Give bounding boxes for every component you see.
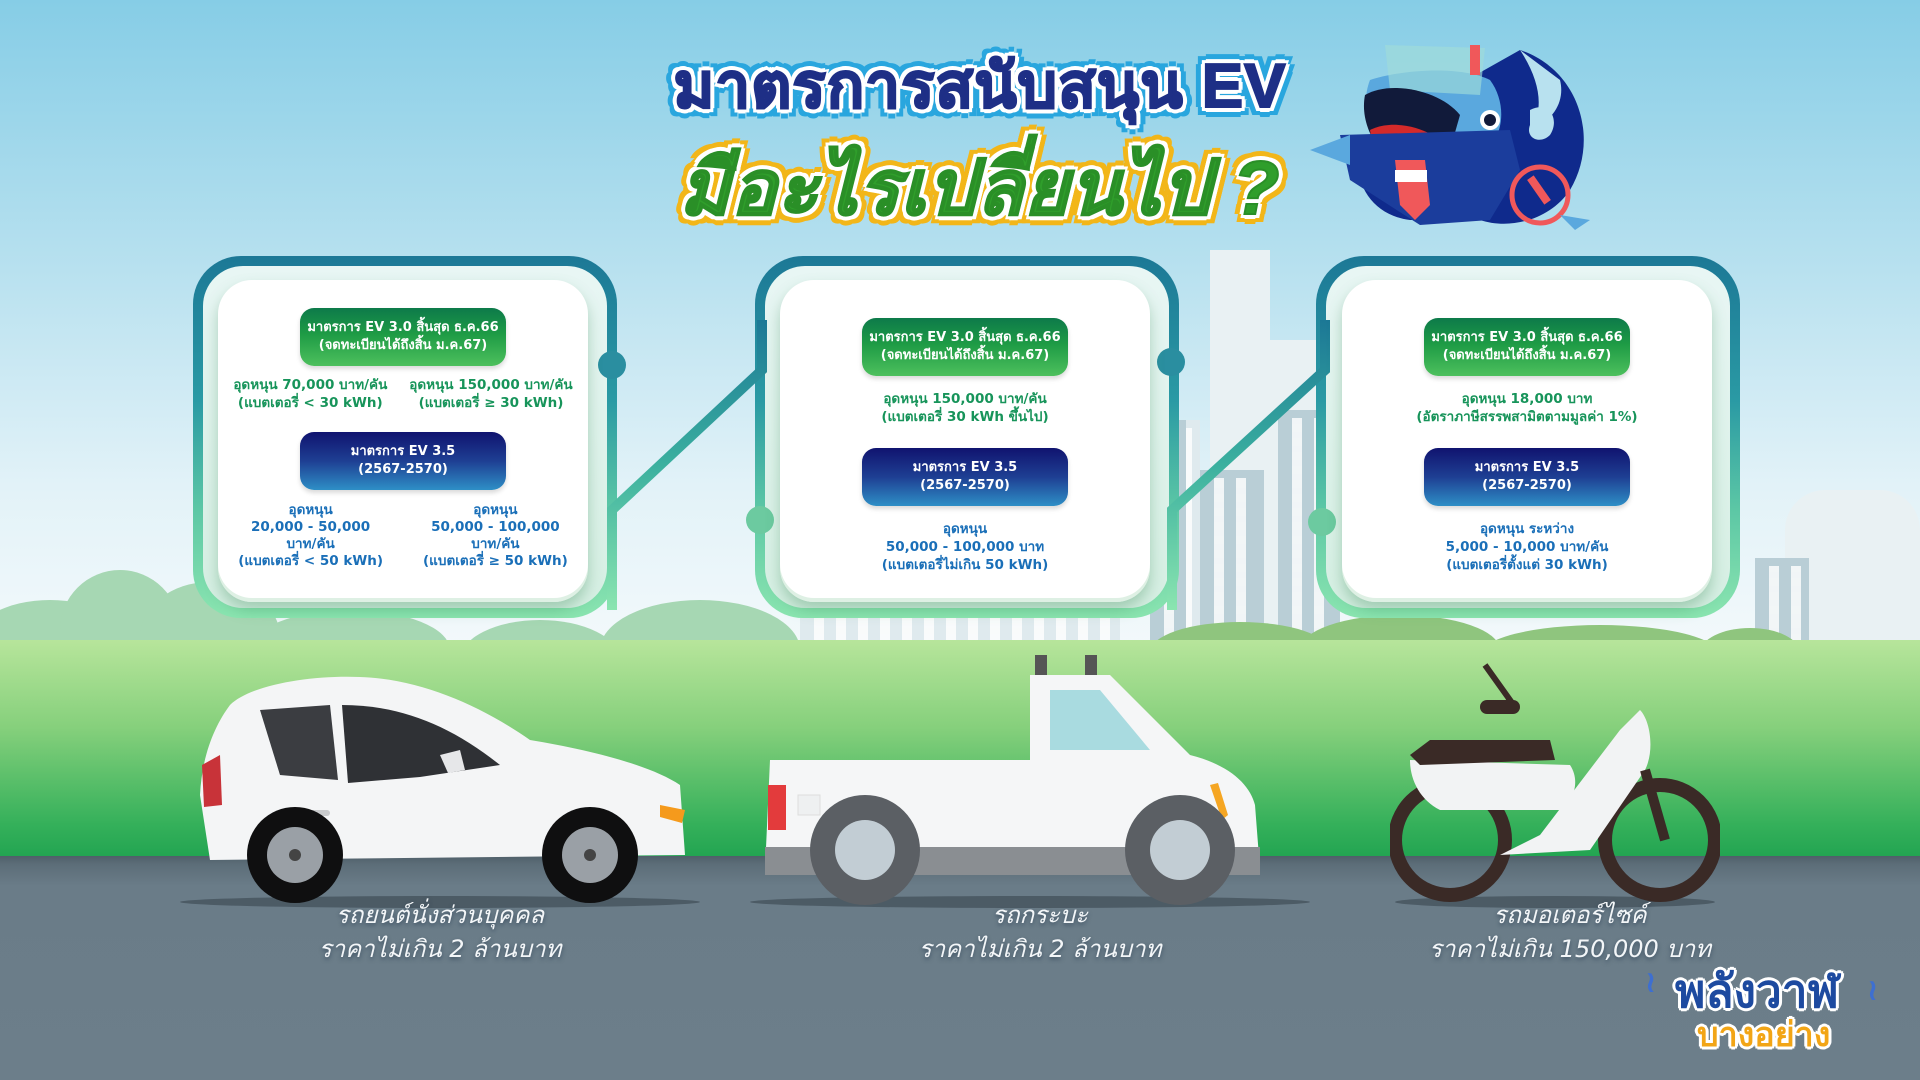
whale-mascot-icon: [1310, 45, 1590, 230]
ev30-badge-title: มาตรการ EV 3.0 สิ้นสุด ธ.ค.66: [1431, 330, 1623, 345]
ev35-badge: มาตรการ EV 3.5 (2567-2570): [862, 448, 1068, 506]
ev35-subsidy-item: อุดหนุน 50,000 - 100,000 บาท/คัน (แบตเตอ…: [423, 502, 568, 569]
ev35-badge-title: มาตรการ EV 3.5: [912, 460, 1018, 475]
ev35-badge-subtitle: (2567-2570): [358, 462, 448, 477]
ev35-badge-subtitle: (2567-2570): [920, 478, 1010, 493]
card-pickup-subsidy: มาตรการ EV 3.0 สิ้นสุด ธ.ค.66 (จดทะเบียน…: [780, 280, 1150, 602]
ev30-badge-subtitle: (จดทะเบียนได้ถึงสิ้น ม.ค.67): [1442, 348, 1612, 363]
pickup-truck-icon: [765, 655, 1260, 905]
ev35-badge-subtitle: (2567-2570): [1482, 478, 1572, 493]
ev30-subsidy-item: อุดหนุน 150,000 บาท/คัน (แบตเตอรี่ 30 kW…: [881, 391, 1049, 425]
ev35-subsidy-item: อุดหนุน 50,000 - 100,000 บาท (แบตเตอรี่ไ…: [881, 521, 1049, 573]
ev35-subsidy-item: อุดหนุน ระหว่าง 5,000 - 10,000 บาท/คัน (…: [1445, 521, 1609, 573]
ev30-subsidy-item: อุดหนุน 18,000 บาท (อัตราภาษีสรรพสามิตตา…: [1416, 391, 1638, 425]
pickup-caption: รถกระบะ ราคาไม่เกิน 2 ล้านบาท: [830, 898, 1250, 966]
ev30-badge: มาตรการ EV 3.0 สิ้นสุด ธ.ค.66 (จดทะเบียน…: [300, 308, 506, 366]
ev35-badge: มาตรการ EV 3.5 (2567-2570): [1424, 448, 1630, 506]
ev35-badge: มาตรการ EV 3.5 (2567-2570): [300, 432, 506, 490]
car-icon: [200, 676, 685, 903]
motorcycle-caption: รถมอเตอร์ไซค์ ราคาไม่เกิน 150,000 บาท: [1360, 898, 1780, 966]
vehicle-name: รถยนต์นั่งส่วนบุคคล: [335, 901, 545, 929]
ev35-badge-title: มาตรการ EV 3.5: [1474, 460, 1580, 475]
ev35-badge-title: มาตรการ EV 3.5: [350, 444, 456, 459]
card-motorcycle-subsidy: มาตรการ EV 3.0 สิ้นสุด ธ.ค.66 (จดทะเบียน…: [1342, 280, 1712, 602]
logo-line-2: บางอย่าง: [1697, 1016, 1831, 1054]
ev30-subsidy-item: อุดหนุน 70,000 บาท/คัน (แบตเตอรี่ < 30 k…: [233, 377, 388, 411]
ev35-subsidy-item: อุดหนุน 20,000 - 50,000 บาท/คัน (แบตเตอร…: [238, 502, 383, 569]
lightning-icon: ≀: [1867, 973, 1879, 1008]
ev30-badge: มาตรการ EV 3.0 สิ้นสุด ธ.ค.66 (จดทะเบียน…: [862, 318, 1068, 376]
title-line-2: มีอะไรเปลี่ยนไป ?: [679, 145, 1281, 232]
brand-logo: ≀ พลังวาฬ บางอย่าง ≀: [1645, 955, 1895, 1075]
motorcycle-shadow: [1395, 896, 1715, 908]
ev30-badge: มาตรการ EV 3.0 สิ้นสุด ธ.ค.66 (จดทะเบียน…: [1424, 318, 1630, 376]
ev30-badge-subtitle: (จดทะเบียนได้ถึงสิ้น ม.ค.67): [318, 338, 488, 353]
vehicle-price: ราคาไม่เกิน 2 ล้านบาท: [318, 935, 562, 963]
motorcycle-icon: [1390, 663, 1720, 902]
ev30-subsidy-item: อุดหนุน 150,000 บาท/คัน (แบตเตอรี่ ≥ 30 …: [409, 377, 573, 411]
ev30-badge-title: มาตรการ EV 3.0 สิ้นสุด ธ.ค.66: [869, 330, 1061, 345]
title-line-1: มาตรการสนับสนุน EV: [672, 51, 1287, 122]
vehicle-name: รถกระบะ: [992, 901, 1088, 929]
vehicle-price: ราคาไม่เกิน 2 ล้านบาท: [918, 935, 1162, 963]
vehicle-price: ราคาไม่เกิน 150,000 บาท: [1429, 935, 1711, 963]
card-car-subsidy: มาตรการ EV 3.0 สิ้นสุด ธ.ค.66 (จดทะเบียน…: [218, 280, 588, 602]
logo-line-1: พลังวาฬ: [1675, 965, 1840, 1017]
lightning-icon: ≀: [1645, 965, 1657, 1000]
ev30-badge-subtitle: (จดทะเบียนได้ถึงสิ้น ม.ค.67): [880, 348, 1050, 363]
ev30-badge-title: มาตรการ EV 3.0 สิ้นสุด ธ.ค.66: [307, 320, 499, 335]
car-caption: รถยนต์นั่งส่วนบุคคล ราคาไม่เกิน 2 ล้านบา…: [230, 898, 650, 966]
vehicle-name: รถมอเตอร์ไซค์: [1493, 901, 1647, 929]
